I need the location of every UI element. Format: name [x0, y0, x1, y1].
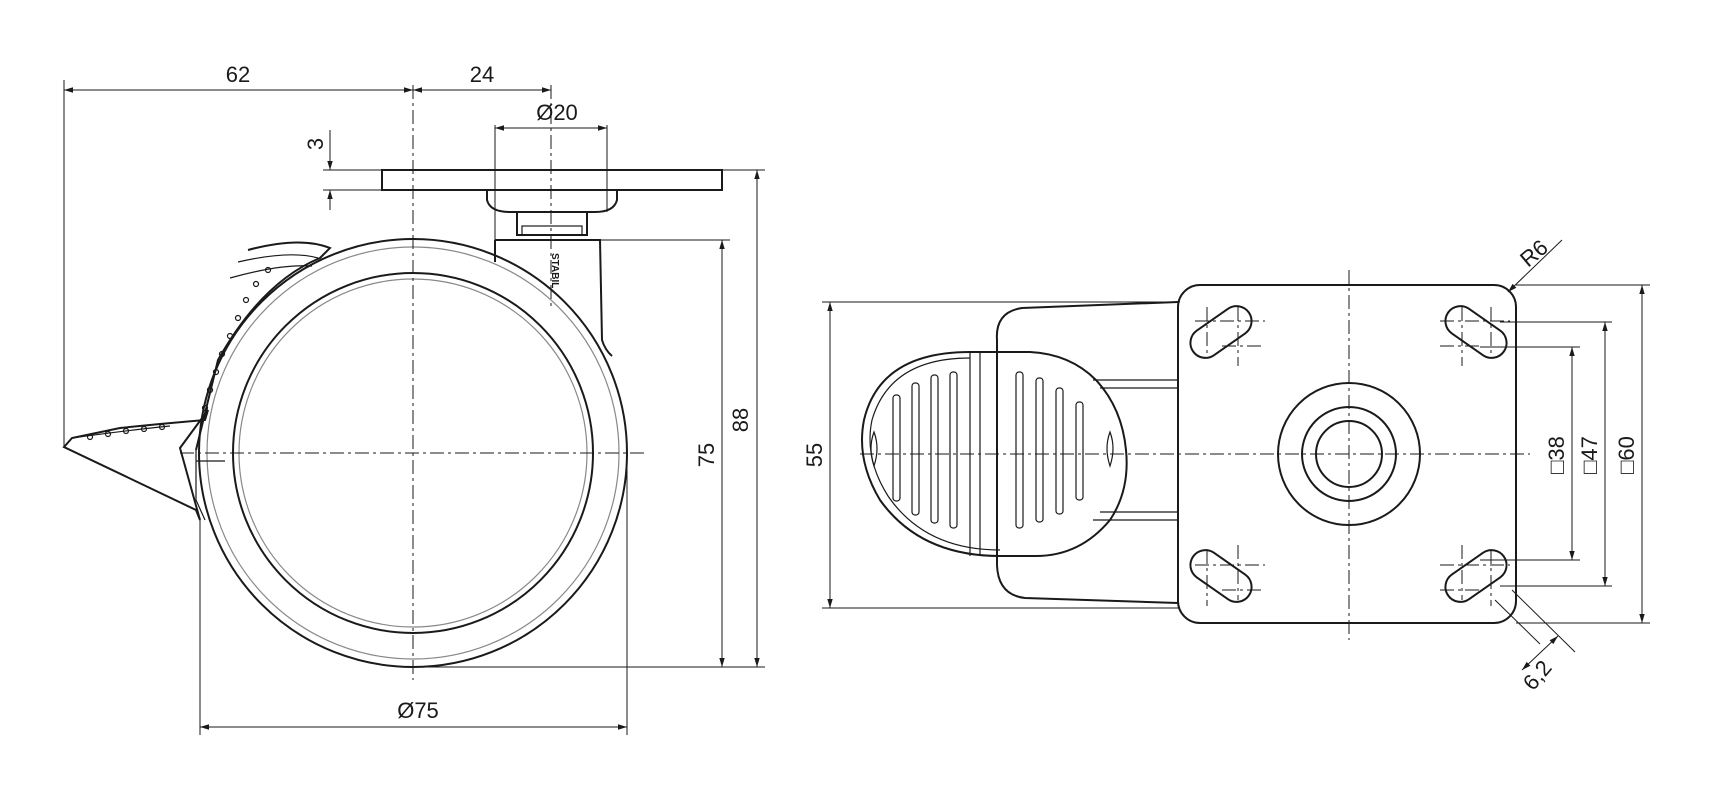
- brake-pedal: [62, 409, 209, 521]
- dim-dia-20: Ø20: [536, 100, 578, 125]
- dim-3: 3: [303, 138, 328, 150]
- dim-88: 88: [728, 408, 753, 432]
- dim-square-60: □60: [1614, 436, 1639, 474]
- dim-75-height: 75: [694, 443, 719, 467]
- brand-label: STABIL: [549, 253, 560, 288]
- dim-55: 55: [802, 443, 827, 467]
- dim-square-47: □47: [1577, 436, 1602, 474]
- top-view: 55 □38 □47 □60 R6 6,2: [802, 235, 1650, 695]
- brake-hood: [195, 241, 332, 451]
- dim-6-2: 6,2: [1518, 655, 1557, 695]
- dim-r6: R6: [1515, 235, 1553, 272]
- slot-holes: [1189, 305, 1510, 606]
- dim-62: 62: [226, 62, 250, 87]
- fork-body: [495, 239, 613, 357]
- brake-pedal-top: [861, 351, 1128, 557]
- fork-outline-top: [995, 301, 1179, 604]
- stem: [516, 211, 588, 236]
- pedal-grip-ribs: [870, 371, 1114, 529]
- swivel-housing: [486, 190, 618, 213]
- dim-square-38: □38: [1544, 436, 1569, 474]
- pedal-ridges: [86, 266, 272, 441]
- dim-dia-75: Ø75: [397, 698, 439, 723]
- mounting-plate: [381, 169, 723, 191]
- dim-24: 24: [470, 62, 494, 87]
- side-view: STABIL 62 24: [62, 62, 765, 735]
